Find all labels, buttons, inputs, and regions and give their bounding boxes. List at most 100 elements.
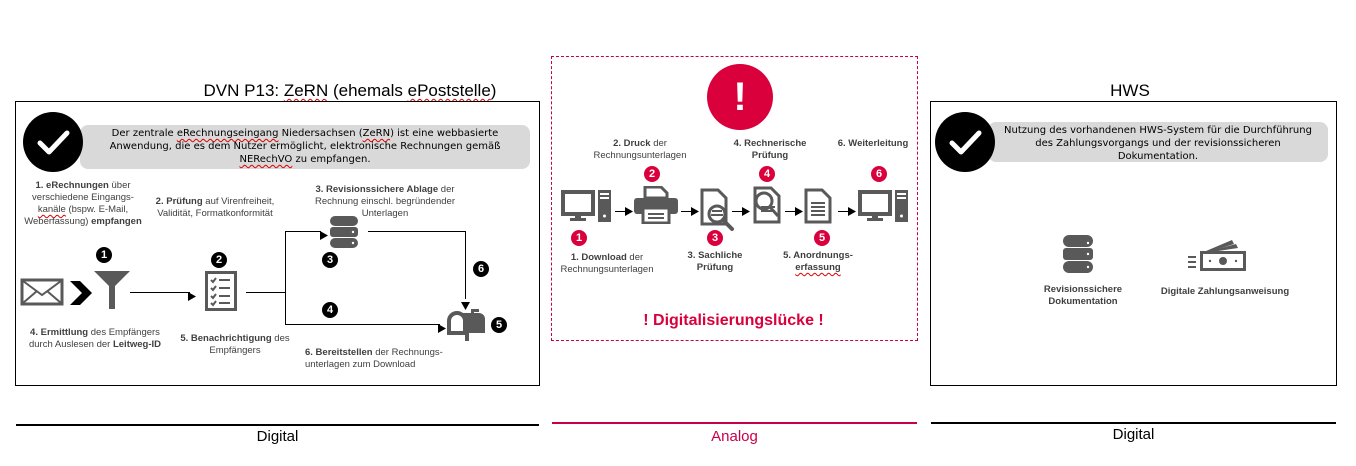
step-bold: 4. Rechnerische	[733, 138, 807, 149]
step-marker-6: 6	[473, 261, 489, 277]
filter-funnel-icon	[94, 271, 130, 314]
title-part: DVN P13:	[203, 81, 284, 100]
step-marker-2: 2	[211, 252, 227, 268]
database-icon	[1063, 235, 1093, 278]
banner-line: Nutzung des vorhandenen HWS-System für d…	[1004, 125, 1312, 136]
arrowhead-icon	[188, 288, 196, 306]
step-bold: empfangen	[91, 216, 142, 227]
step-bold: 3. Revisionssichere Ablage	[315, 184, 439, 195]
step-label-2: 2. Prüfung auf Virenfreiheit, Validität,…	[150, 196, 280, 220]
step-bold: 2. Prüfung	[155, 196, 203, 207]
banner-text: NERechVO	[239, 154, 293, 165]
analog-marker-6: 6	[871, 166, 887, 182]
step-bold: Prüfung	[751, 150, 789, 161]
step-text: durch Auslesen der	[28, 339, 113, 350]
arrowhead-icon	[461, 297, 470, 315]
step-marker-1: 1	[96, 247, 112, 263]
title-part: (ehemals	[328, 81, 408, 100]
right-banner: Nutzung des vorhandenen HWS-System für d…	[988, 122, 1328, 162]
document-search-icon	[700, 188, 738, 237]
alert-symbol: !	[733, 75, 747, 119]
left-banner: Der zentrale eRechnungseingang Niedersac…	[80, 125, 530, 169]
item-text: Revisionssichere	[1043, 284, 1123, 295]
computer-icon	[561, 190, 613, 227]
analog-step-label-5: 5. Anordnungs- erfassung	[768, 250, 868, 274]
flow-arrow-line	[465, 231, 466, 299]
flow-arrow-line	[285, 231, 286, 324]
step-bold: Prüfung	[696, 262, 734, 273]
title-part: ePoststelle	[407, 81, 491, 100]
arrow-right-icon	[615, 203, 633, 221]
step-label-1: 1. eRechnungen über verschiedene Eingang…	[18, 180, 148, 228]
analog-marker-1: 1	[571, 230, 587, 246]
banner-line: NERechVO zu empfangen.	[80, 153, 530, 166]
banner-text: ) ist eine webbasierte	[390, 128, 499, 139]
arrow-right-icon	[838, 203, 856, 221]
document-calculate-icon	[751, 186, 783, 229]
footer-label-middle: Analog	[711, 428, 758, 445]
banner-text: ZeRN	[362, 128, 391, 139]
step-bold: 4. Ermittlung	[30, 327, 89, 338]
alert-circle-icon: !	[707, 64, 773, 130]
arrowhead-icon	[438, 320, 446, 338]
step-text: der	[650, 138, 667, 149]
arrow-right-icon	[785, 203, 803, 221]
step-bold: 6. Weiterleitung	[837, 138, 909, 149]
document-icon	[804, 188, 834, 229]
arrow-right-icon	[681, 203, 699, 221]
step-text: Weberfassung)	[24, 216, 92, 227]
arrow-right-icon	[732, 203, 750, 221]
step-label-6: 6. Bereitstellen der Rechnungs- unterlag…	[305, 347, 465, 371]
left-section-title: DVN P13: ZeRN (ehemals ePoststelle)	[150, 81, 550, 101]
mailbox-icon	[447, 309, 487, 346]
step-text: (bspw. E-Mail,	[65, 204, 129, 215]
step-bold: Leitweg-ID	[112, 339, 161, 350]
flow-arrow-line	[285, 324, 440, 325]
hws-item-payment: Digitale Zahlungsanweisung	[1150, 286, 1300, 298]
flow-arrow-line	[285, 231, 321, 232]
step-marker-3: 3	[322, 252, 338, 268]
banner-line: Anwendung, die es dem Nutzer ermöglicht,…	[109, 141, 501, 152]
step-text: Rechnung einschl. begründender	[315, 196, 455, 207]
chevron-right-icon	[70, 281, 92, 310]
envelope-icon	[20, 278, 64, 311]
step-marker-5: 5	[491, 317, 507, 333]
step-label-3: 3. Revisionssichere Ablage der Rechnung …	[300, 184, 470, 220]
digitalization-gap-label: ! Digitalisierungslücke !	[643, 312, 824, 329]
step-bold: 5. Benachrichtigung	[180, 333, 272, 344]
step-text: auf Virenfreiheit,	[202, 196, 275, 207]
step-text: der Rechnungs-	[372, 347, 443, 358]
footer-label-right: Digital	[1112, 426, 1155, 443]
step-label-4: 4. Ermittlung des Empfängers durch Ausle…	[20, 327, 170, 351]
analog-step-label-4: 4. Rechnerische Prüfung	[720, 138, 820, 162]
step-text: der	[626, 252, 644, 263]
analog-dashed-box	[551, 56, 918, 341]
banner-line: Der zentrale eRechnungseingang Niedersac…	[80, 127, 530, 140]
footer-label-left: Digital	[256, 428, 299, 445]
footer-divider-left	[16, 424, 539, 426]
step-text: Rechnungsunterlagen	[593, 150, 687, 161]
check-circle-icon	[23, 112, 83, 172]
footer-divider-right	[931, 422, 1336, 424]
analog-marker-4: 4	[759, 166, 775, 182]
step-bold: 6. Bereitstellen	[305, 347, 373, 358]
analog-step-label-6: 6. Weiterleitung	[828, 138, 918, 150]
analog-marker-2: 2	[644, 166, 660, 182]
title-part: ZeRN	[283, 81, 329, 100]
step-bold: 2. Druck	[613, 138, 651, 149]
step-label-5: 5. Benachrichtigung des Empfängers	[170, 333, 300, 357]
banner-line: des Zahlungsvorgangs und der revisionssi…	[1035, 138, 1281, 149]
step-bold: 1. Download	[570, 252, 627, 263]
step-text: des Empfängers	[88, 327, 160, 338]
analog-marker-5: 5	[814, 230, 830, 246]
right-section-title: HWS	[1110, 81, 1150, 100]
step-text: über	[108, 180, 131, 191]
flow-arrow-line	[246, 292, 286, 293]
item-text: Digitale Zahlungsanweisung	[1160, 286, 1290, 297]
step-text: Unterlagen	[361, 208, 409, 219]
step-text: verschiedene Eingangs-	[32, 192, 134, 203]
step-text: Empfängers	[209, 345, 261, 356]
analog-marker-3: 3	[707, 230, 723, 246]
title-part: )	[490, 81, 497, 100]
step-bold: erfassung	[795, 262, 841, 273]
